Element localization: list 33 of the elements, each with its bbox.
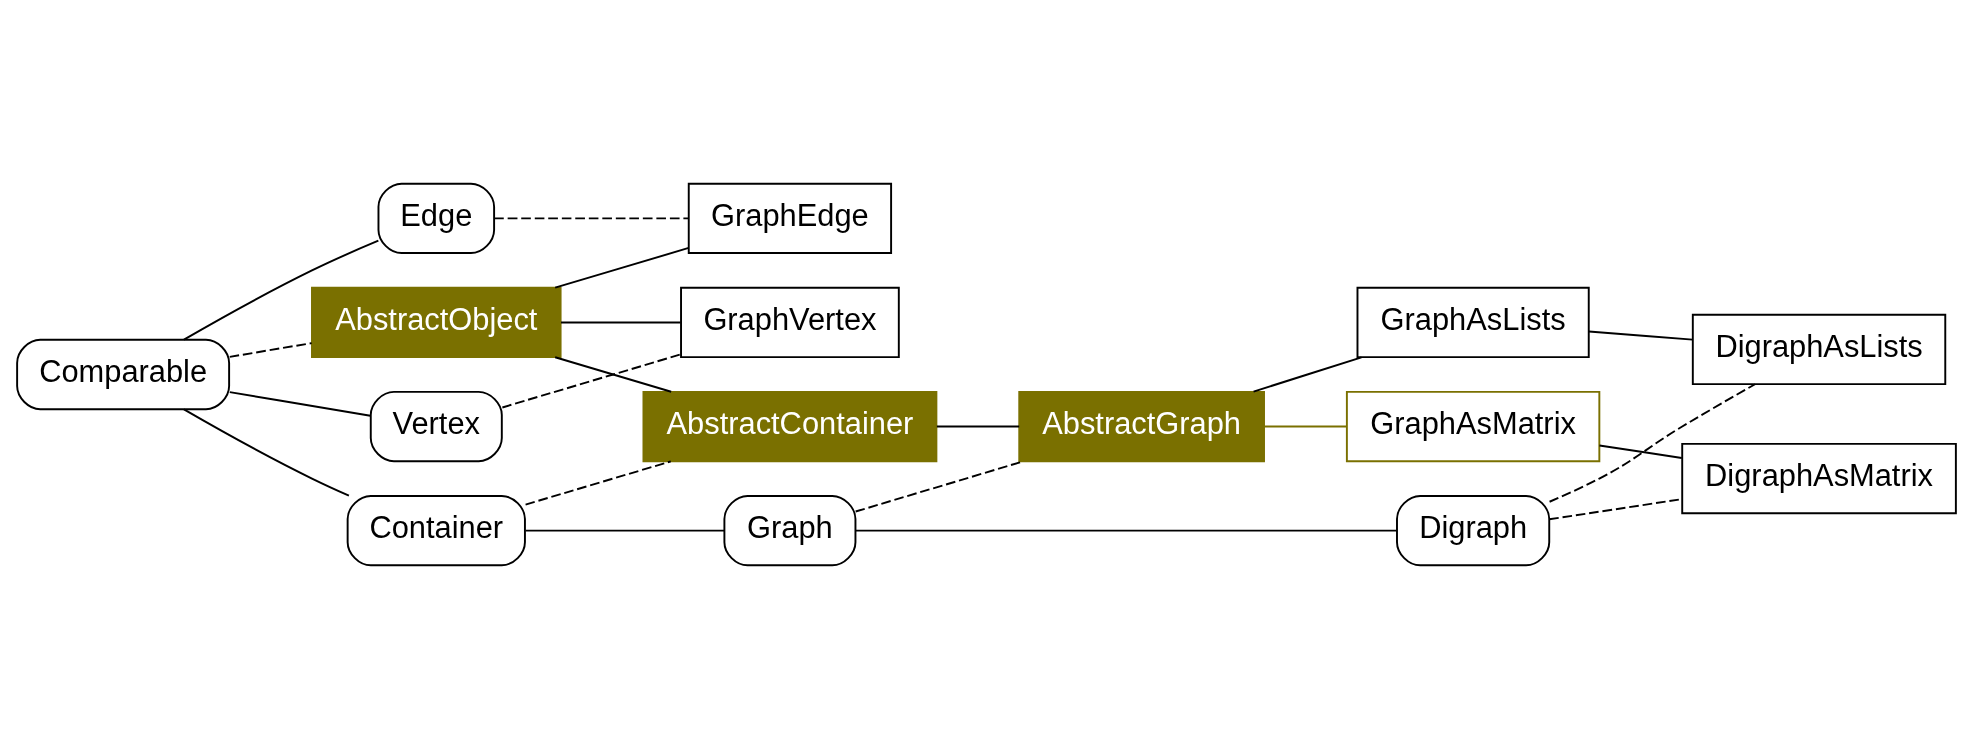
connector bbox=[854, 529, 1398, 532]
node-box: Vertex bbox=[369, 390, 503, 462]
node-box: Container bbox=[346, 494, 526, 566]
node-box: GraphAsMatrix bbox=[1345, 390, 1601, 462]
connector bbox=[1548, 382, 1756, 503]
connector bbox=[501, 352, 682, 408]
connector bbox=[554, 355, 673, 393]
connector bbox=[183, 407, 350, 497]
connector bbox=[228, 341, 313, 358]
connector bbox=[935, 425, 1021, 427]
node-box: GraphVertex bbox=[680, 286, 900, 358]
node-box: GraphAsLists bbox=[1356, 286, 1590, 358]
connector bbox=[183, 239, 380, 341]
node-box: AbstractContainer bbox=[642, 390, 938, 462]
node-box: AbstractGraph bbox=[1018, 390, 1265, 462]
node-box: Edge bbox=[377, 182, 496, 254]
node-box: Graph bbox=[723, 494, 857, 566]
node-box: Comparable bbox=[16, 338, 231, 410]
node-box: Digraph bbox=[1396, 494, 1551, 566]
connector bbox=[524, 529, 726, 532]
node-box: DigraphAsMatrix bbox=[1681, 442, 1957, 514]
connector bbox=[1598, 444, 1683, 459]
connector bbox=[493, 216, 690, 219]
node-box: AbstractObject bbox=[311, 286, 562, 358]
connector bbox=[1252, 355, 1363, 393]
node-box: DigraphAsLists bbox=[1691, 313, 1947, 385]
node-box: GraphEdge bbox=[687, 182, 893, 254]
connector bbox=[1587, 330, 1694, 341]
connector bbox=[554, 246, 690, 289]
connector bbox=[228, 390, 372, 417]
connector bbox=[560, 321, 682, 323]
connector bbox=[1263, 425, 1348, 427]
connector bbox=[524, 459, 672, 506]
